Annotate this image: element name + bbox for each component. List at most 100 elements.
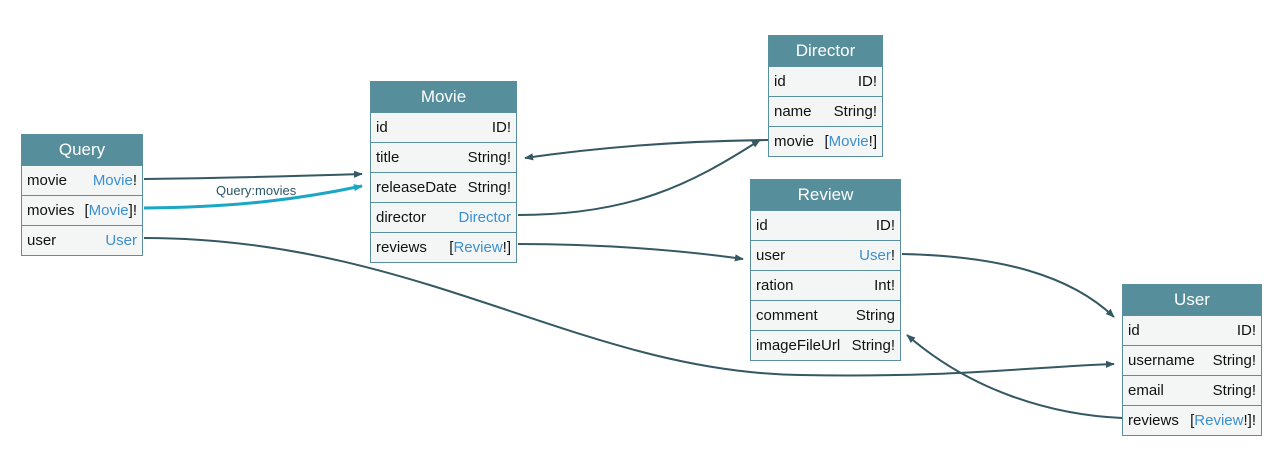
field-name: name (774, 103, 812, 120)
type-text: String! (1212, 382, 1256, 399)
edge-label: Query:movies (216, 183, 297, 198)
field-name: director (376, 209, 427, 226)
field-row-releasedate[interactable]: releaseDate String! (371, 172, 516, 202)
field-name: email (1128, 382, 1164, 399)
field-row-title[interactable]: title String! (371, 142, 516, 172)
field-row-id[interactable]: id ID! (1123, 315, 1261, 345)
type-link[interactable]: Movie (88, 202, 129, 219)
type-link[interactable]: Director (458, 209, 511, 226)
field-row-movie[interactable]: movie Movie! (22, 165, 142, 195)
edge-query-user-to-user[interactable] (143, 237, 1115, 377)
field-type: String! (834, 103, 877, 120)
type-link[interactable]: Review (1194, 412, 1244, 429)
field-type: Director (458, 209, 511, 226)
type-text: ]! (128, 202, 137, 219)
field-type: String (856, 307, 895, 324)
type-text: [ (84, 202, 89, 219)
type-text: ! (132, 172, 137, 189)
type-text: !] (868, 133, 877, 150)
field-name: title (376, 149, 400, 166)
field-row-email[interactable]: email String! (1123, 375, 1261, 405)
field-name: releaseDate (376, 179, 457, 196)
field-type: [Movie!] (824, 133, 877, 150)
node-query[interactable]: Query movie Movie! movies [Movie]! user … (21, 134, 143, 256)
node-title: Movie (371, 82, 516, 112)
field-type: [Review!] (449, 239, 511, 256)
field-row-reviews[interactable]: reviews [Review!] (371, 232, 516, 262)
type-text: !]! (1243, 412, 1256, 429)
field-type: String! (468, 149, 511, 166)
field-row-imagefileurl[interactable]: imageFileUrl String! (751, 330, 900, 360)
type-text: [ (824, 133, 829, 150)
field-row-id[interactable]: id ID! (751, 210, 900, 240)
field-name: user (27, 232, 57, 249)
field-name: comment (756, 307, 818, 324)
field-type: User! (859, 247, 895, 264)
field-type: ID! (858, 73, 877, 90)
type-text: !] (502, 239, 511, 256)
type-text: ID! (491, 119, 511, 136)
field-name: id (774, 73, 786, 90)
edge-director-movie-to-movie[interactable] (524, 139, 769, 161)
edge-review-user-to-user[interactable] (901, 253, 1115, 318)
field-type: ID! (876, 217, 895, 234)
type-text: Int! (874, 277, 895, 294)
field-row-id[interactable]: id ID! (371, 112, 516, 142)
field-name: id (376, 119, 388, 136)
field-type: String! (852, 337, 895, 354)
edge-movie-director-to-director[interactable] (517, 139, 761, 216)
field-type: String! (468, 179, 511, 196)
type-link[interactable]: Review (453, 239, 503, 256)
field-name: imageFileUrl (756, 337, 841, 354)
type-text: ID! (857, 73, 877, 90)
edge-query-movie-to-movie[interactable] (143, 170, 363, 180)
field-row-movies[interactable]: movies [Movie]! (22, 195, 142, 225)
type-text: String! (467, 149, 511, 166)
field-name: ration (756, 277, 794, 294)
field-row-username[interactable]: username String! (1123, 345, 1261, 375)
edge-movie-reviews-to-review[interactable] (517, 243, 744, 262)
node-director[interactable]: Director id ID! name String! movie [Movi… (768, 35, 883, 157)
node-title: User (1123, 285, 1261, 315)
type-link[interactable]: User (859, 247, 891, 264)
node-title: Director (769, 36, 882, 66)
field-row-name[interactable]: name String! (769, 96, 882, 126)
node-title: Query (22, 135, 142, 165)
type-text: String! (851, 337, 895, 354)
field-row-comment[interactable]: comment String (751, 300, 900, 330)
field-row-ration[interactable]: ration Int! (751, 270, 900, 300)
field-name: user (756, 247, 786, 264)
field-type: ID! (1237, 322, 1256, 339)
field-name: username (1128, 352, 1195, 369)
type-text: ID! (875, 217, 895, 234)
edge-user-reviews-to-review[interactable] (906, 334, 1123, 419)
field-name: reviews (376, 239, 427, 256)
field-row-id[interactable]: id ID! (769, 66, 882, 96)
type-link[interactable]: Movie (828, 133, 869, 150)
field-name: id (1128, 322, 1140, 339)
field-type: String! (1213, 352, 1256, 369)
field-row-user[interactable]: user User (22, 225, 142, 255)
field-row-user[interactable]: user User! (751, 240, 900, 270)
type-text: ID! (1236, 322, 1256, 339)
field-name: movie (774, 133, 815, 150)
node-user[interactable]: User id ID! username String! email Strin… (1122, 284, 1262, 436)
field-name: reviews (1128, 412, 1179, 429)
field-name: id (756, 217, 768, 234)
field-type: ID! (492, 119, 511, 136)
type-link[interactable]: User (105, 232, 137, 249)
field-name: movies (27, 202, 75, 219)
field-type: [Review!]! (1190, 412, 1256, 429)
field-row-director[interactable]: director Director (371, 202, 516, 232)
field-type: Movie! (93, 172, 137, 189)
field-row-movie[interactable]: movie [Movie!] (769, 126, 882, 156)
type-link[interactable]: Movie (92, 172, 133, 189)
field-row-reviews[interactable]: reviews [Review!]! (1123, 405, 1261, 435)
type-text: ! (890, 247, 895, 264)
node-title: Review (751, 180, 900, 210)
node-review[interactable]: Review id ID! user User! ration Int! com… (750, 179, 901, 361)
type-text: String! (833, 103, 877, 120)
node-movie[interactable]: Movie id ID! title String! releaseDate S… (370, 81, 517, 263)
type-text: [ (1190, 412, 1195, 429)
